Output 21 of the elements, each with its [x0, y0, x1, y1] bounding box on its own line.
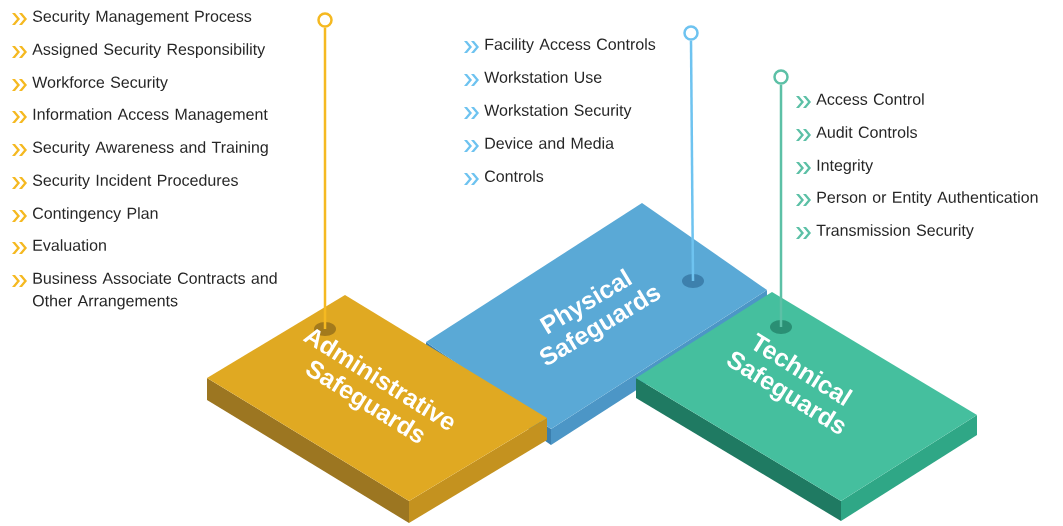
list-item: Controls — [485, 170, 544, 182]
ring-marker — [683, 25, 699, 41]
list-item: Workstation Security — [484, 104, 632, 120]
list-item: Security Management Process — [32, 10, 252, 26]
pin-line — [689, 40, 695, 281]
list-item: Workstation Use — [484, 71, 602, 83]
list-item: Security Awareness and Training — [32, 141, 268, 157]
list-item: Integrity — [817, 159, 874, 175]
list-item: Workforce Security — [32, 76, 168, 92]
pin-line — [323, 27, 327, 329]
list-item: Information Access Management — [33, 108, 268, 124]
list-item: Transmission Security — [816, 224, 974, 240]
list-item: Security Incident Procedures — [32, 174, 238, 190]
list-item: Device and Media — [485, 137, 614, 149]
list-item: Evaluation — [33, 239, 106, 251]
list-item: Contingency Plan — [33, 207, 158, 223]
list-item: Audit Controls — [816, 126, 917, 138]
pin-line — [779, 84, 783, 327]
list-item: Person or Entity Authentication — [817, 191, 1038, 207]
ring-marker — [317, 12, 333, 28]
ring-marker — [773, 69, 789, 85]
